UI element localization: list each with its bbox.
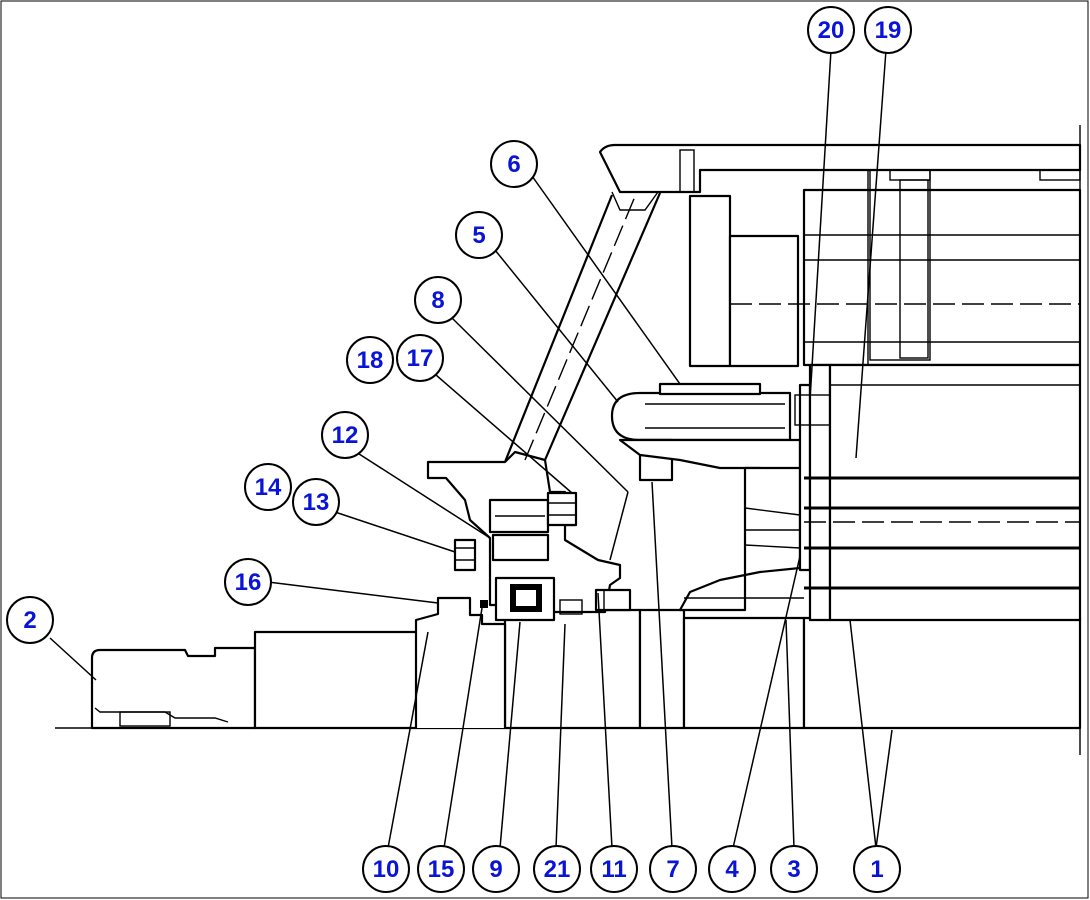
callout-13: 13	[292, 478, 340, 526]
svg-text:2: 2	[23, 607, 36, 634]
callout-10: 10	[362, 845, 410, 893]
svg-text:16: 16	[235, 569, 262, 596]
leader-9	[499, 621, 521, 849]
svg-text:11: 11	[601, 856, 626, 883]
leader-2	[49, 637, 97, 681]
leader-1b	[875, 729, 893, 849]
leader-20	[809, 49, 832, 401]
leader-8b	[609, 491, 629, 561]
svg-text:12: 12	[332, 422, 359, 449]
leader-11	[597, 592, 613, 849]
svg-text:20: 20	[818, 17, 845, 44]
leader-4	[732, 555, 801, 849]
callout-4: 4	[708, 845, 756, 893]
svg-text:10: 10	[373, 856, 400, 883]
svg-text:8: 8	[431, 287, 444, 314]
callout-2: 2	[6, 596, 54, 644]
callout-7: 7	[649, 845, 697, 893]
leader-19	[855, 49, 887, 459]
callout-14: 14	[244, 463, 292, 511]
callouts: 20 19 6 5 8 18 17 12 14 13 16 2 10 15 9 …	[6, 6, 912, 893]
svg-text:7: 7	[666, 856, 679, 883]
svg-text:14: 14	[255, 474, 282, 501]
callout-16: 16	[224, 558, 272, 606]
part-6-plate	[658, 382, 762, 396]
svg-text:1: 1	[870, 856, 883, 883]
svg-text:3: 3	[787, 856, 800, 883]
svg-text:13: 13	[303, 489, 330, 516]
part-2-hub	[90, 646, 257, 730]
main-shaft	[253, 608, 1082, 730]
part-10-seal-carrier	[414, 596, 507, 728]
leader-17	[435, 374, 573, 494]
leader-10	[387, 631, 429, 849]
part-11-pin	[594, 588, 632, 612]
leader-16	[267, 581, 439, 604]
callout-3: 3	[770, 845, 818, 893]
cylinder-body	[679, 149, 1082, 368]
part-13-capscrew	[453, 538, 477, 572]
part-17-bolt	[546, 491, 578, 527]
leader-7	[651, 481, 673, 849]
svg-text:17: 17	[407, 345, 434, 372]
leader-6	[531, 175, 681, 385]
callout-9: 9	[472, 845, 520, 893]
callout-21: 21	[533, 845, 581, 893]
part-8-link	[503, 143, 1082, 463]
svg-text:21: 21	[544, 856, 571, 883]
part-1-housing	[828, 363, 1082, 622]
callout-5: 5	[455, 211, 503, 259]
callout-6: 6	[490, 140, 538, 188]
part-5-ring	[610, 382, 792, 442]
part-12-bearing-housing	[426, 450, 632, 622]
callout-8: 8	[414, 276, 462, 324]
leader-15	[443, 607, 483, 849]
leader-1a	[849, 619, 877, 849]
callout-11: 11	[590, 845, 638, 893]
svg-text:15: 15	[428, 856, 455, 883]
leader-13	[334, 511, 456, 553]
leader-8	[451, 317, 629, 493]
callout-1: 1	[853, 845, 901, 893]
leader-21	[555, 623, 566, 849]
svg-text:5: 5	[472, 222, 485, 249]
callout-19: 19	[864, 6, 912, 54]
assembly-drawing	[55, 125, 1082, 755]
part-3-cup	[808, 363, 832, 622]
svg-text:4: 4	[725, 856, 739, 883]
svg-text:18: 18	[357, 347, 384, 374]
leader-3	[785, 619, 795, 849]
leader-lines	[49, 49, 893, 849]
callout-18: 18	[346, 336, 394, 384]
svg-text:19: 19	[875, 17, 902, 44]
part-15-o-ring	[480, 600, 488, 608]
svg-text:6: 6	[507, 151, 520, 178]
svg-text:9: 9	[489, 856, 502, 883]
leader-5	[494, 249, 619, 403]
callout-15: 15	[417, 845, 465, 893]
callout-12: 12	[321, 411, 369, 459]
hub-stack	[618, 363, 1082, 622]
leader-12	[355, 451, 491, 539]
callout-17: 17	[396, 334, 444, 382]
callout-20: 20	[807, 6, 855, 54]
